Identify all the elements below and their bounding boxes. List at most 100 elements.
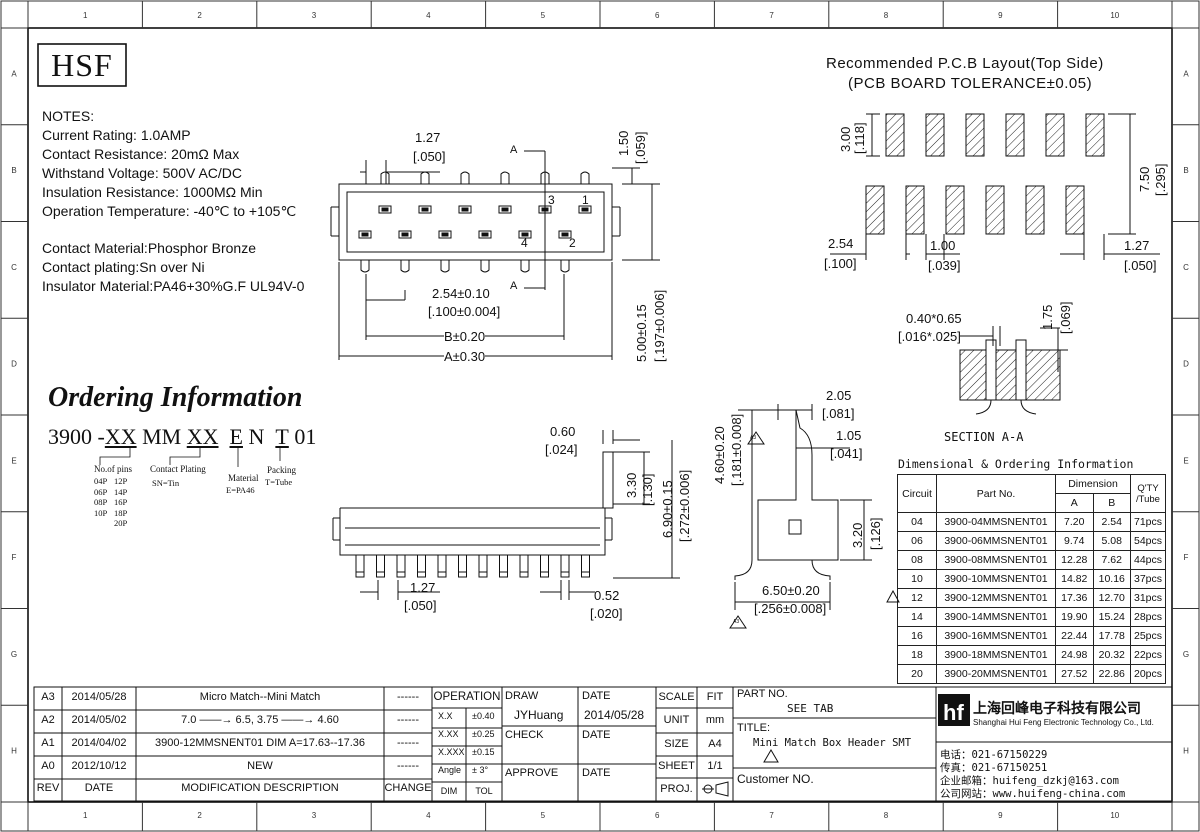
- revision-desc: NEW: [247, 760, 273, 772]
- pin-option: 04P: [94, 476, 108, 486]
- pcb-pad-top: [965, 113, 985, 157]
- pin-option: 12P: [114, 476, 128, 486]
- dim-table-cell: 10.16: [1092, 569, 1131, 589]
- rev-triangle-icon: [886, 590, 900, 603]
- dim-table-cell: 3900-14MMSNENT01: [936, 607, 1056, 627]
- company-email: 企业邮箱：huifeng_dzkj@163.com: [940, 775, 1119, 787]
- pin-option: 18P: [114, 507, 128, 518]
- end-dim-320: 3.20: [850, 522, 865, 548]
- draw-label: DRAW: [505, 690, 539, 702]
- pins-col2: 12P 14P 16P 18P 20P: [114, 476, 127, 529]
- plating-value: SN=Tin: [152, 478, 180, 488]
- pin-option: 20P: [114, 518, 128, 528]
- sec-dim-040: 0.40*0.65: [906, 311, 962, 326]
- tol-value: ±0.25: [472, 729, 495, 739]
- side-dim-024: [.024]: [545, 442, 578, 457]
- hdr-date: DATE: [84, 782, 114, 794]
- materials-block: Contact Material:Phosphor Bronze Contact…: [42, 239, 304, 296]
- notes-heading: NOTES:: [42, 108, 95, 124]
- pcb-dim-750: 7.50: [1137, 166, 1152, 192]
- sec-dim-069: [.069]: [1058, 301, 1073, 334]
- code-part: XX: [186, 424, 219, 449]
- sec-dim-175: 1.75: [1040, 304, 1055, 330]
- side-lead: [581, 554, 590, 578]
- dim-table-cell: 22.86: [1092, 664, 1131, 684]
- top-tab: [580, 171, 590, 184]
- top-dim-050: [.050]: [413, 149, 446, 164]
- bottom-lead: [360, 260, 370, 273]
- pcb-pad-bottom: [865, 185, 885, 235]
- pcb-dim-254: 2.54: [828, 236, 854, 251]
- proj-label: PROJ.: [660, 783, 693, 795]
- side-dim-060: 0.60: [550, 424, 576, 439]
- ordering-title: Ordering Information: [48, 382, 303, 413]
- contact-row2: [358, 230, 372, 239]
- zone-row-label: F: [12, 553, 17, 562]
- pcb-dim-118: [.118]: [852, 122, 867, 154]
- zone-row-label: H: [1183, 747, 1189, 756]
- top-dim-150: 1.50: [616, 130, 631, 156]
- dim-table-cell: 54pcs: [1130, 531, 1166, 551]
- operation-label: OPERATION: [433, 691, 501, 703]
- bottom-lead: [560, 260, 570, 273]
- hdr-rev: REV: [36, 782, 60, 794]
- end-dim-460: 4.60±0.20: [712, 426, 727, 484]
- dim-table-cell: 37pcs: [1130, 569, 1166, 589]
- dim-table-cell: 71pcs: [1130, 512, 1166, 532]
- side-lead: [417, 554, 426, 578]
- tol-dim: X.XX: [438, 729, 459, 739]
- dim-table-cell: 12.70: [1092, 588, 1131, 608]
- hsf-logo: HSF: [51, 47, 113, 83]
- tol-dim: X.X: [438, 711, 453, 721]
- th-a: A: [1055, 493, 1094, 513]
- revision-change: ------: [397, 691, 419, 703]
- company-en: Shanghai Hui Feng Electronic Technology …: [973, 718, 1154, 727]
- pcb-tolerance: (PCB BOARD TOLERANCE±0.05): [848, 75, 1093, 92]
- size-value: A4: [708, 738, 722, 750]
- contact-row2: [478, 230, 492, 239]
- pcb-title: Recommended P.C.B Layout(Top Side): [826, 55, 1104, 72]
- pcb-pad-bottom: [945, 185, 965, 235]
- dim-table-cell: 7.62: [1092, 550, 1131, 570]
- revision-change: ------: [397, 714, 419, 726]
- dim-table-cell: 28pcs: [1130, 607, 1166, 627]
- th-qty: Q'TY /Tube: [1130, 474, 1166, 513]
- tol-dim: Angle: [438, 765, 462, 775]
- dim-table-cell: 19.90: [1055, 607, 1094, 627]
- th-dimension: Dimension: [1055, 474, 1131, 494]
- zone-row-label: C: [11, 263, 17, 272]
- pcb-pad-top: [925, 113, 945, 157]
- pin-label-3: 3: [548, 193, 555, 207]
- dim-table-cell: 3900-10MMSNENT01: [936, 569, 1056, 589]
- zone-row-label: B: [1183, 166, 1188, 175]
- dim-table-cell: 20.32: [1092, 645, 1131, 665]
- dim-table-cell: 22.44: [1055, 626, 1094, 646]
- side-lead: [560, 554, 570, 578]
- end-dim-081: [.081]: [822, 406, 855, 421]
- dim-table-cell: 3900-08MMSNENT01: [936, 550, 1056, 570]
- dim-table-cell: 15.24: [1092, 607, 1131, 627]
- top-dim-500: 5.00±0.15: [634, 304, 649, 362]
- ordering-leaders: [99, 447, 281, 467]
- dim-table-cell: 14: [897, 607, 937, 627]
- top-dim-a: A±0.30: [444, 349, 486, 364]
- side-dim-050: [.050]: [404, 598, 437, 613]
- zone-row-label: H: [11, 747, 17, 756]
- contact-row1: [578, 205, 592, 214]
- section-mark-top: A: [510, 144, 518, 156]
- dim-table-cell: 10: [897, 569, 937, 589]
- revision-rev: A0: [41, 760, 55, 772]
- contact-row1: [498, 205, 512, 214]
- dim-table-cell: 3900-16MMSNENT01: [936, 626, 1056, 646]
- tol-value: ±0.15: [472, 747, 495, 757]
- side-lead: [376, 554, 385, 578]
- end-dim-105: 1.05: [836, 428, 862, 443]
- pcb-pad-bottom: [1025, 185, 1045, 235]
- zone-col-label: 8: [884, 11, 889, 20]
- section-mark-bottom: A: [510, 280, 518, 292]
- dim-table-cell: 25pcs: [1130, 626, 1166, 646]
- zone-col-label: 6: [655, 811, 660, 820]
- dim-table-cell: 08: [897, 550, 937, 570]
